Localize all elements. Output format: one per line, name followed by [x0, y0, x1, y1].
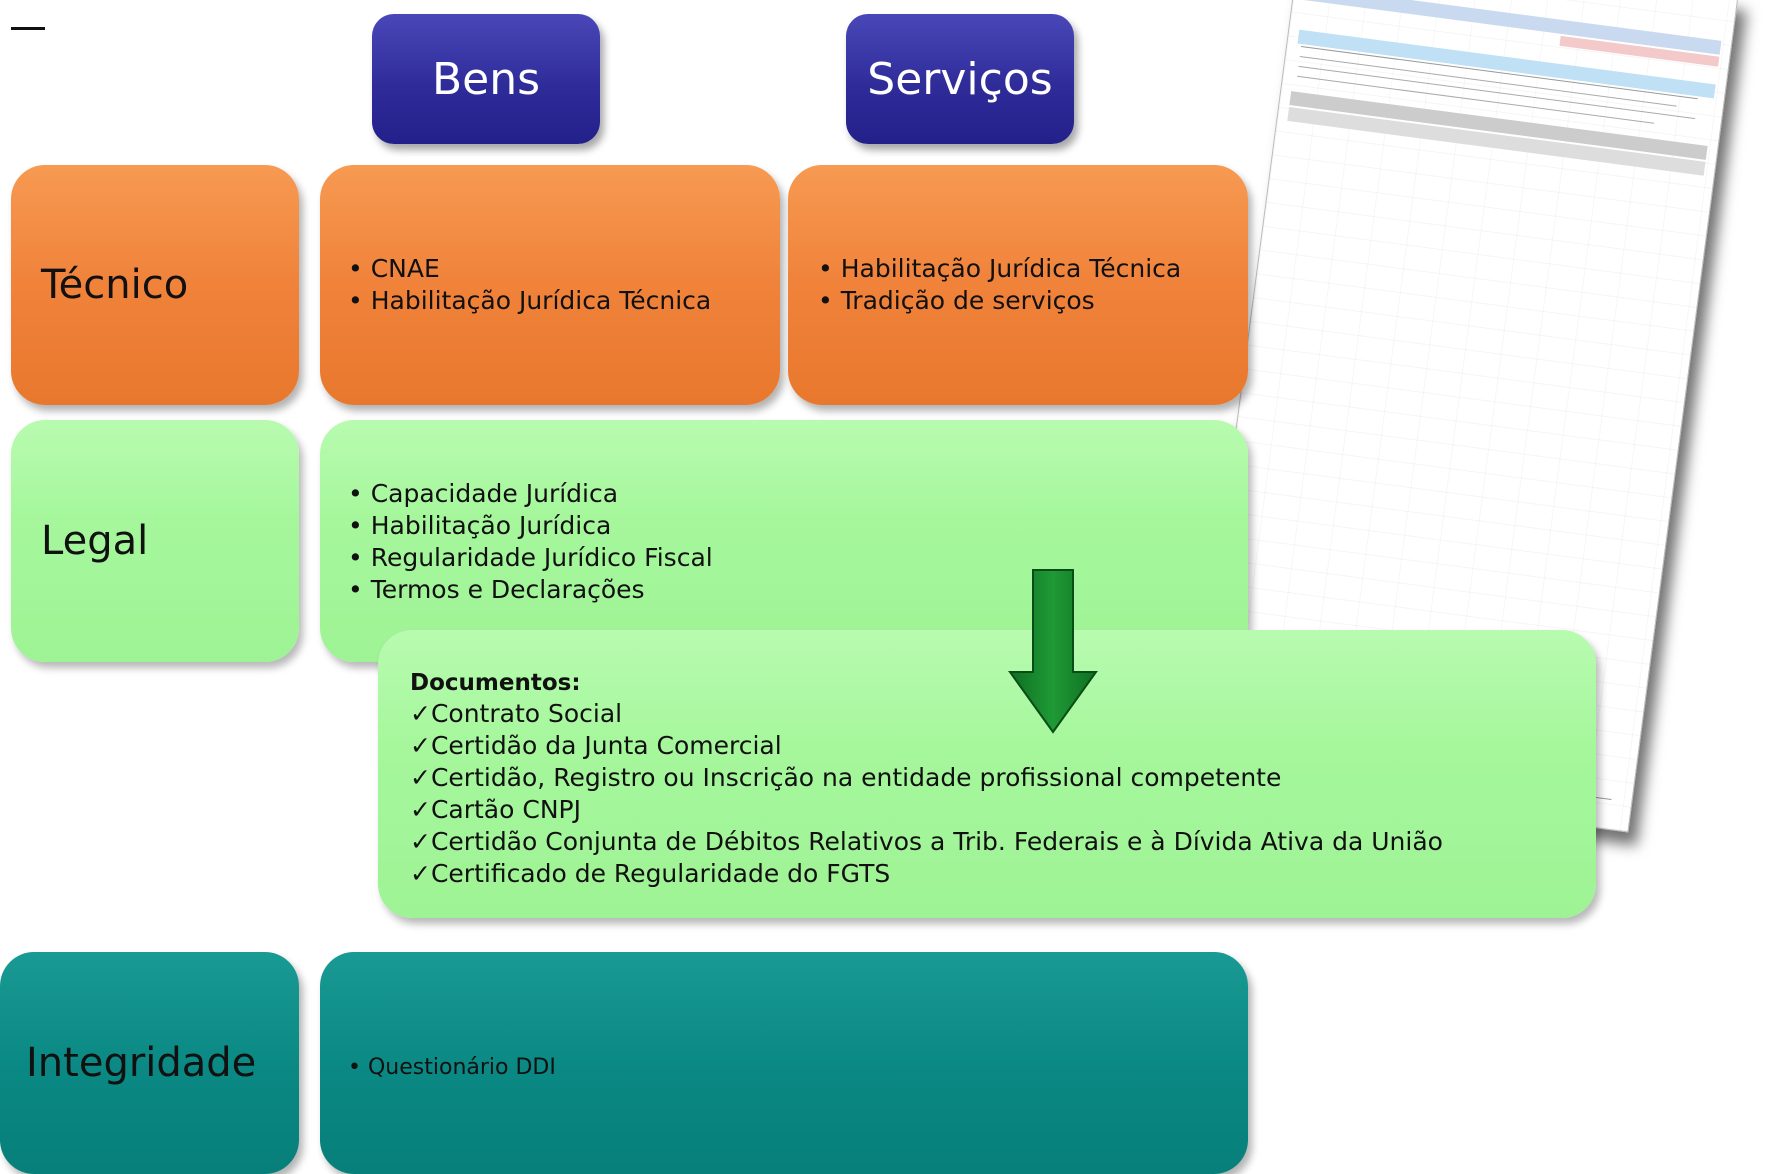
list-item: Capacidade Jurídica: [348, 478, 713, 510]
legal-items-list: Capacidade Jurídica Habilitação Jurídica…: [348, 478, 713, 606]
list-item: Cartão CNPJ: [410, 794, 1443, 826]
list-item: Habilitação Jurídica Técnica: [348, 285, 712, 317]
list-item: Habilitação Jurídica Técnica: [818, 253, 1182, 285]
list-item: Certidão Conjunta de Débitos Relativos a…: [410, 826, 1443, 858]
row-label-tecnico: Técnico: [11, 165, 299, 405]
column-header-bens: Bens: [372, 14, 600, 144]
corner-dash: [11, 27, 45, 30]
list-item: Questionário DDI: [348, 1052, 556, 1084]
column-header-servicos: Serviços: [846, 14, 1074, 144]
list-item: Termos e Declarações: [348, 574, 713, 606]
documents-list: Documentos: Contrato Social Certidão da …: [410, 668, 1443, 890]
list-item: Regularidade Jurídico Fiscal: [348, 542, 713, 574]
tecnico-servicos-list: Habilitação Jurídica Técnica Tradição de…: [818, 253, 1182, 317]
down-arrow-icon: [1008, 569, 1098, 734]
tecnico-bens-list: CNAE Habilitação Jurídica Técnica: [348, 253, 712, 317]
list-item: Certidão, Registro ou Inscrição na entid…: [410, 762, 1443, 794]
list-item: Certidão da Junta Comercial: [410, 730, 1443, 762]
row-label-integridade-text: Integridade: [26, 1040, 257, 1086]
list-item: Habilitação Jurídica: [348, 510, 713, 542]
integridade-items-cell: Questionário DDI: [320, 952, 1248, 1174]
column-header-bens-label: Bens: [431, 53, 541, 105]
documents-title: Documentos:: [410, 670, 581, 696]
row-label-legal-text: Legal: [41, 518, 149, 564]
tecnico-bens-cell: CNAE Habilitação Jurídica Técnica: [320, 165, 780, 405]
documents-box: Documentos: Contrato Social Certidão da …: [378, 630, 1596, 918]
list-item: Contrato Social: [410, 698, 1443, 730]
row-label-tecnico-text: Técnico: [41, 262, 189, 308]
legal-items-cell: Capacidade Jurídica Habilitação Jurídica…: [320, 420, 1248, 662]
integridade-items-list: Questionário DDI: [348, 1052, 556, 1084]
column-header-servicos-label: Serviços: [867, 53, 1053, 105]
row-label-legal: Legal: [11, 420, 299, 662]
list-item: CNAE: [348, 253, 711, 285]
row-label-integridade: Integridade: [0, 952, 299, 1174]
tecnico-servicos-cell: Habilitação Jurídica Técnica Tradição de…: [788, 165, 1248, 405]
list-item: Tradição de serviços: [818, 285, 1181, 317]
list-item: Certificado de Regularidade do FGTS: [410, 858, 1443, 890]
